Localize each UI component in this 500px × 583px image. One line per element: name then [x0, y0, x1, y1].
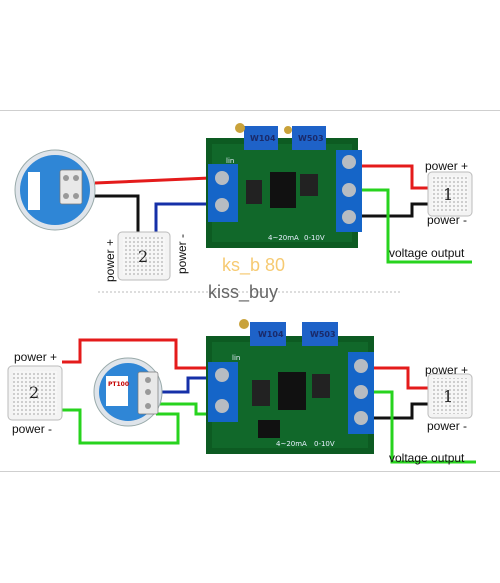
top-supply-power-minus-label: power -: [175, 234, 189, 274]
bottom-supply-power-minus-label: power -: [12, 422, 52, 436]
bottom-meter-1: 1: [427, 373, 473, 419]
bottom-range-label: 4~20mA: [276, 440, 307, 448]
bottom-supply-number: 2: [29, 383, 39, 402]
bottom-out-label: 0-10V: [314, 440, 335, 448]
bottom-voltage-output-label: voltage output: [389, 451, 465, 465]
top-lin-label: lin: [226, 157, 234, 165]
bottom-pot-right-label: W503: [310, 330, 336, 339]
bottom-wire-green-supply-to-sensor: [62, 408, 180, 445]
bottom-converter-board: W104 W503 lin 4~20mA 0-10V: [206, 319, 374, 454]
bottom-wire-green-voltage-output: [370, 390, 476, 464]
top-out-label: 0-10V: [304, 234, 325, 242]
top-range-label: 4~20mA: [268, 234, 299, 242]
watermark-ghost-text: ks_b 80: [222, 255, 285, 276]
bottom-wire-blue-sensor-to-board: [156, 376, 212, 394]
top-wire-green-voltage-output: [352, 188, 472, 264]
bottom-lin-label: lin: [232, 354, 240, 362]
top-sensor-transmitter: [14, 149, 96, 231]
top-pot-right-label: W503: [298, 134, 324, 143]
top-wires: [94, 164, 472, 264]
top-wire-blue-supply-to-board: [154, 202, 212, 232]
top-meter-1: 1: [427, 171, 473, 217]
top-meter-power-plus-label: power +: [425, 159, 468, 173]
bottom-pot-left-label: W104: [258, 330, 284, 339]
watermark-text: kiss_buy: [208, 282, 278, 303]
top-wire-red-sensor-to-board: [94, 176, 211, 185]
bottom-border-line: [0, 471, 500, 472]
top-wire-red-board-to-meter: [352, 164, 430, 190]
top-converter-board: W104 W503 lin 4~20mA 0-10V: [206, 123, 362, 248]
bottom-meter-number: 1: [443, 387, 453, 406]
top-wire-black-board-to-meter: [352, 202, 430, 218]
top-voltage-output-label: voltage output: [389, 246, 465, 260]
top-supply-number: 2: [138, 247, 148, 266]
top-wire-black-sensor-to-supply: [95, 194, 140, 232]
bottom-sensor-transmitter: PT100: [93, 357, 163, 427]
top-diagram: 2 power + power - W104 W503 lin 4~20mA: [14, 123, 473, 282]
svg-text:PT100: PT100: [108, 381, 129, 388]
bottom-supply-power-plus-label: power +: [14, 350, 57, 364]
top-supply-power-plus-label: power +: [103, 239, 117, 282]
top-border-line: [0, 110, 500, 111]
top-power-supply-2: 2: [117, 231, 171, 281]
bottom-power-supply-2: 2: [7, 365, 63, 421]
bottom-wire-black-board-to-meter: [370, 402, 430, 420]
bottom-wire-red-board-to-meter: [370, 366, 430, 390]
bottom-meter-power-minus-label: power -: [427, 419, 467, 433]
bottom-diagram: 2 power + power - PT100 W104 W503: [7, 319, 476, 465]
bottom-wires: [62, 338, 476, 464]
bottom-wire-red-supply-to-board: [62, 338, 212, 370]
top-meter-number: 1: [443, 185, 453, 204]
bottom-wire-green-sensor-to-board: [156, 402, 214, 416]
bottom-meter-power-plus-label: power +: [425, 363, 468, 377]
top-meter-power-minus-label: power -: [427, 213, 467, 227]
top-pot-left-label: W104: [250, 134, 276, 143]
